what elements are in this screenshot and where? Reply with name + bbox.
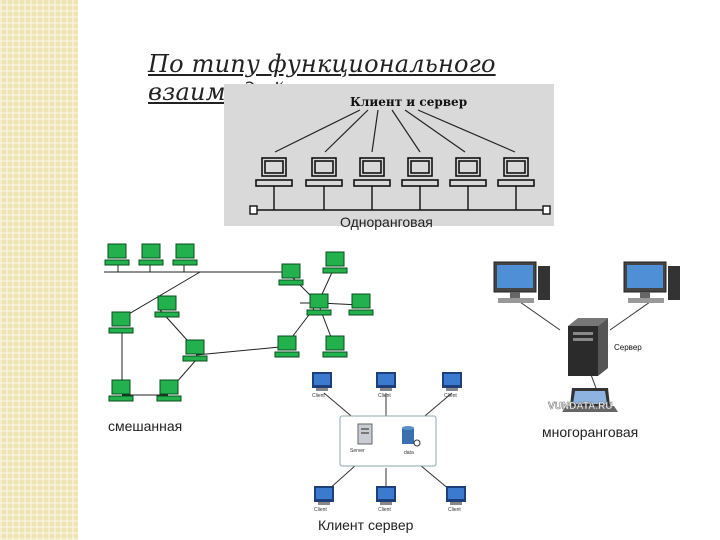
database-icon [402, 426, 421, 447]
server-tower-icon [357, 423, 373, 445]
green-computer-icon [172, 243, 198, 266]
desktop-computer-icon [493, 261, 550, 303]
server-label: Server [350, 448, 365, 454]
top-computers [255, 157, 535, 187]
top-bus [249, 186, 551, 215]
green-computer-icon [108, 379, 134, 402]
client-server-diagram: Server data Client Client Client Client … [312, 372, 466, 513]
green-computer-icon [182, 339, 208, 362]
green-computer-icon [138, 243, 164, 266]
green-computer-icon [156, 379, 182, 402]
client-computer-icon [446, 486, 466, 505]
green-computer-icon [322, 251, 348, 274]
desktop-computer-icon [623, 261, 680, 303]
top-diagram-header: Клиент и сервер [350, 95, 467, 109]
computer-icon [255, 157, 293, 187]
computer-icon [401, 157, 439, 187]
decorative-left-strip [0, 0, 78, 540]
client-computers: Client Client Client Client Client Clien… [312, 372, 466, 513]
client-computer-icon [376, 372, 396, 391]
client-label: Client [314, 507, 327, 513]
client-computer-icon [314, 486, 334, 505]
computer-icon [497, 157, 535, 187]
watermark-text: VUNDATA.RU [548, 401, 613, 412]
green-computers [104, 243, 374, 402]
server-icon [568, 318, 608, 376]
green-computer-icon [154, 295, 180, 318]
green-computer-icon [104, 243, 130, 266]
computer-icon [305, 157, 343, 187]
green-computer-icon [348, 293, 374, 316]
green-computer-icon [306, 293, 332, 316]
caption-multi-rank: многоранговая [542, 424, 639, 440]
server-group-box [339, 415, 437, 467]
top-diagram: Клиент и сервер [249, 95, 551, 215]
top-diagram-background [224, 84, 554, 226]
caption-single-rank: Одноранговая [340, 214, 433, 230]
green-computer-icon [274, 335, 300, 358]
caption-mixed: смешанная [108, 418, 183, 434]
computer-icon [449, 157, 487, 187]
mixed-diagram [104, 243, 374, 402]
server-label: Сервер [614, 343, 642, 352]
client-label: Client [444, 393, 457, 399]
laptop-icon [562, 388, 618, 412]
client-label: Client [378, 507, 391, 513]
client-computer-icon [376, 486, 396, 505]
multi-rank-diagram: Сервер VUNDATA.RU [493, 261, 680, 412]
client-computer-icon [312, 372, 332, 391]
client-label: Client [448, 507, 461, 513]
green-computer-icon [322, 335, 348, 358]
client-label: Client [312, 393, 325, 399]
client-label: Client [378, 393, 391, 399]
database-label: data [404, 450, 414, 456]
client-computer-icon [442, 372, 462, 391]
top-arrows [274, 109, 516, 153]
caption-client-server: Клиент сервер [318, 517, 414, 533]
computer-icon [353, 157, 391, 187]
green-computer-icon [108, 311, 134, 334]
green-computer-icon [278, 263, 304, 286]
